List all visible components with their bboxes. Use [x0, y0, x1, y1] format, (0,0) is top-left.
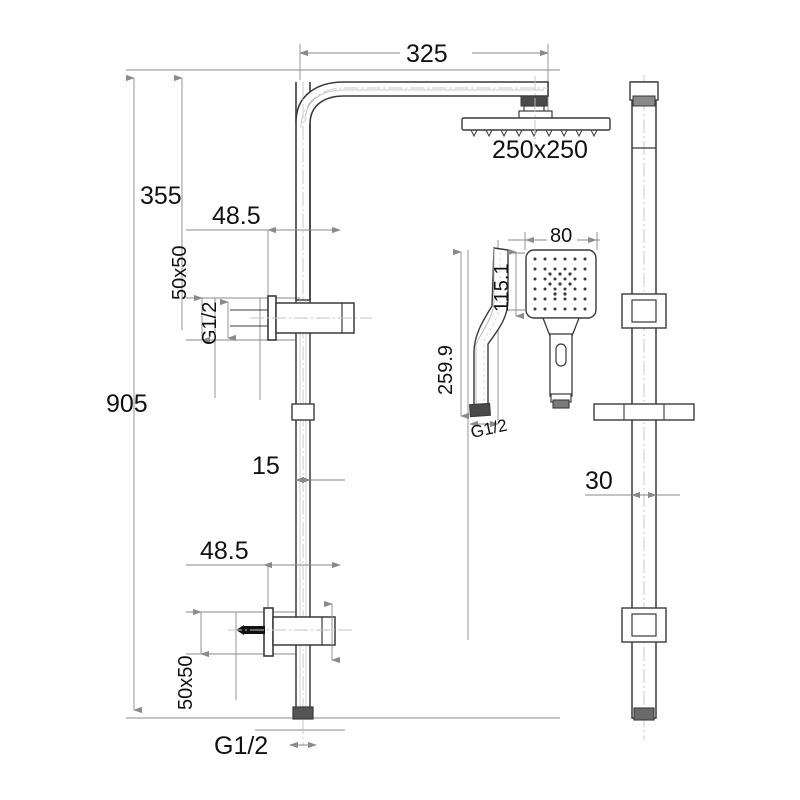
- dimension-lower-g12: G1/2: [214, 732, 317, 760]
- handset-front-profile: 80 115.1: [491, 224, 597, 409]
- dimension-355: 355: [140, 74, 183, 330]
- upper-wall-inlet: [230, 295, 372, 341]
- dimension-rail-30: 30: [585, 467, 657, 499]
- lower-wall-inlet: [228, 607, 352, 657]
- dim-upper-offset-label: 48.5: [212, 202, 261, 230]
- dimension-lower-50x50: 50x50: [175, 608, 210, 711]
- dimension-upper-48-5: 48.5: [212, 202, 341, 234]
- dim-325-label: 325: [406, 40, 448, 68]
- dim-rail-diameter-label: 30: [585, 467, 613, 495]
- dimension-upper-g12: G1/2: [199, 298, 237, 345]
- dim-head-size-label: 250x250: [492, 136, 588, 164]
- dim-upper-thread-label: G1/2: [199, 302, 221, 345]
- dim-riser-diameter-label: 15: [252, 452, 280, 480]
- dimension-905: 905: [106, 74, 148, 714]
- dimension-upper-50x50: 50x50: [169, 246, 211, 344]
- overhead-shower-assembly: 250x250: [295, 76, 611, 300]
- dim-handset-thread-label: G1/2: [469, 416, 509, 442]
- dim-handset-width-label: 80: [550, 225, 572, 247]
- extension-lines: [126, 44, 680, 731]
- dim-handset-height-label: 115.1: [491, 263, 513, 312]
- dim-handset-length-label: 259.9: [435, 345, 457, 395]
- dim-905-label: 905: [106, 390, 148, 418]
- dimension-lower-48-5: 48.5: [200, 537, 341, 569]
- slide-rail-assembly: [593, 75, 695, 740]
- dim-lower-thread-label: G1/2: [214, 732, 268, 760]
- dimension-riser-15: 15: [252, 452, 311, 484]
- rain-head-nozzles: [470, 129, 598, 138]
- dimension-325: 325: [299, 38, 549, 68]
- dim-lower-plate-label: 50x50: [175, 656, 197, 711]
- riser-pipe: [291, 82, 315, 745]
- dim-355-label: 355: [140, 182, 182, 210]
- dim-lower-offset-label: 48.5: [200, 537, 249, 565]
- soap-shelf: [593, 403, 695, 421]
- dim-upper-plate-label: 50x50: [169, 246, 191, 301]
- handset-nozzle-grid: [533, 257, 587, 311]
- upper-thread-marks: [230, 309, 268, 327]
